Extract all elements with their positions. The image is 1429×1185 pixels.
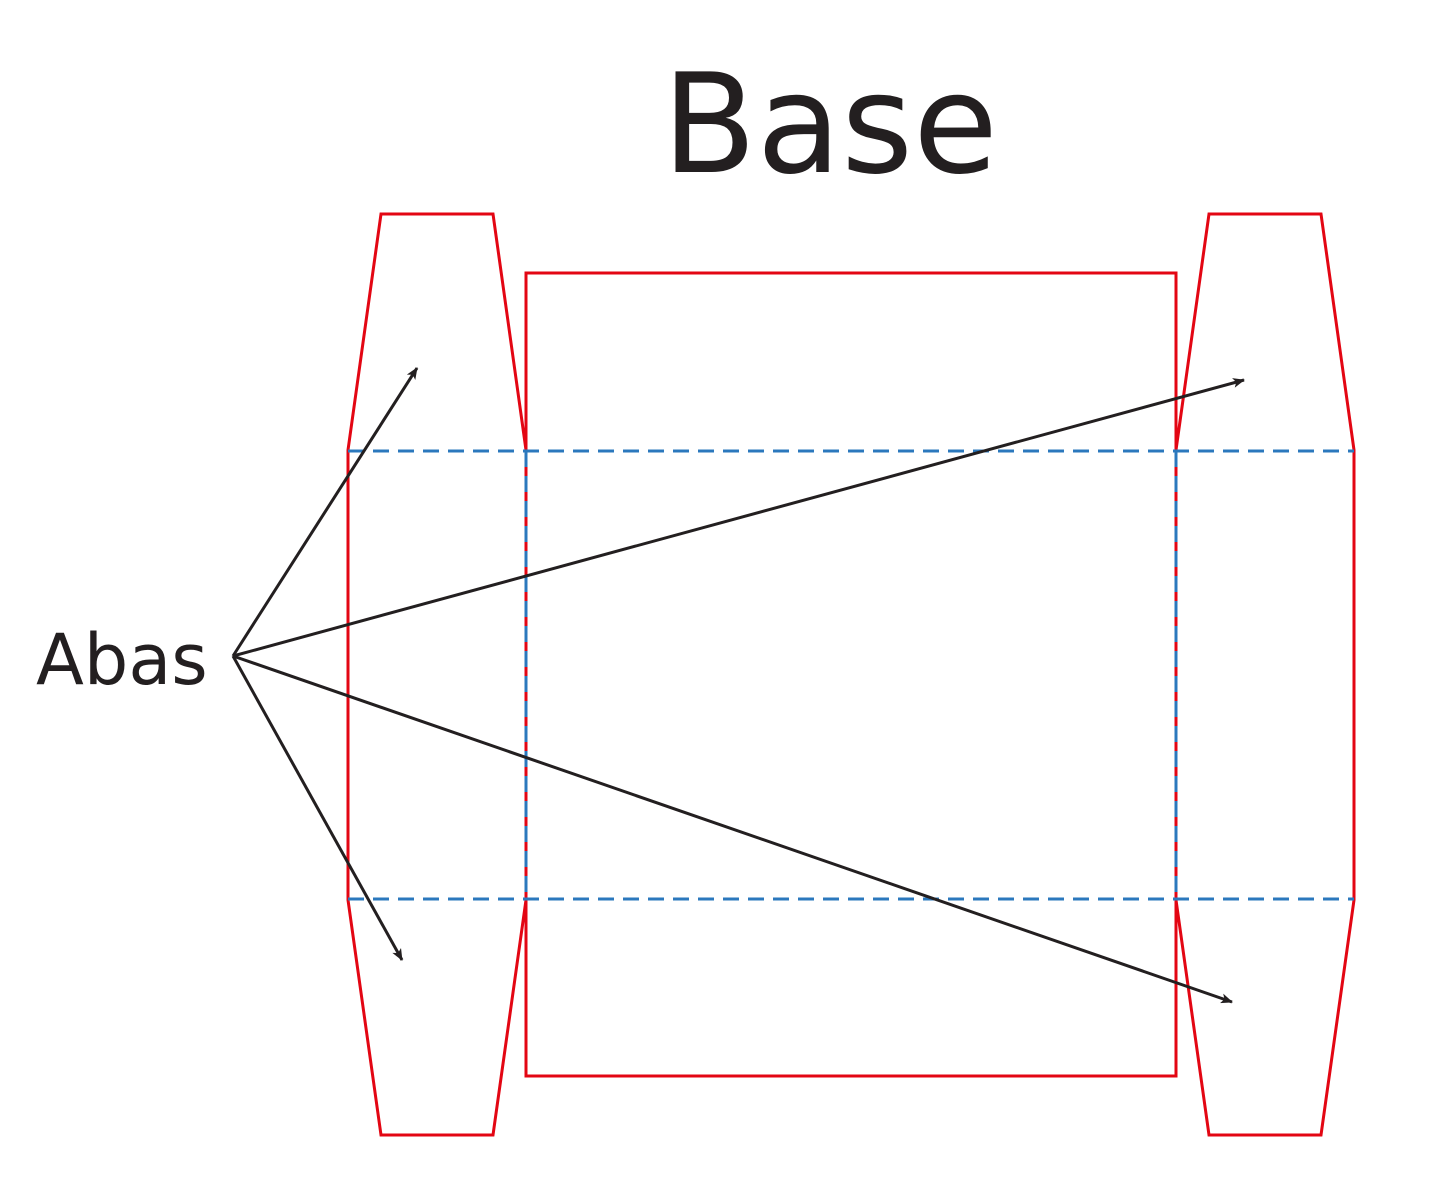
right-flaps-outline xyxy=(1174,212,1356,1137)
fold-lines xyxy=(348,449,1354,901)
arrow-bottom-right-flap xyxy=(232,654,1233,1004)
left-flaps-outline xyxy=(346,212,528,1137)
cut-lines xyxy=(346,212,1356,1137)
base-panel xyxy=(524,271,1178,1078)
flap-arrows xyxy=(231,367,1245,1004)
arrow-top-right-flap xyxy=(232,378,1245,658)
flaps-label: Abas xyxy=(36,619,208,701)
arrow-bottom-left-flap xyxy=(231,655,404,961)
arrow-top-left-flap xyxy=(231,367,419,657)
diagram-title: Base xyxy=(662,44,998,205)
